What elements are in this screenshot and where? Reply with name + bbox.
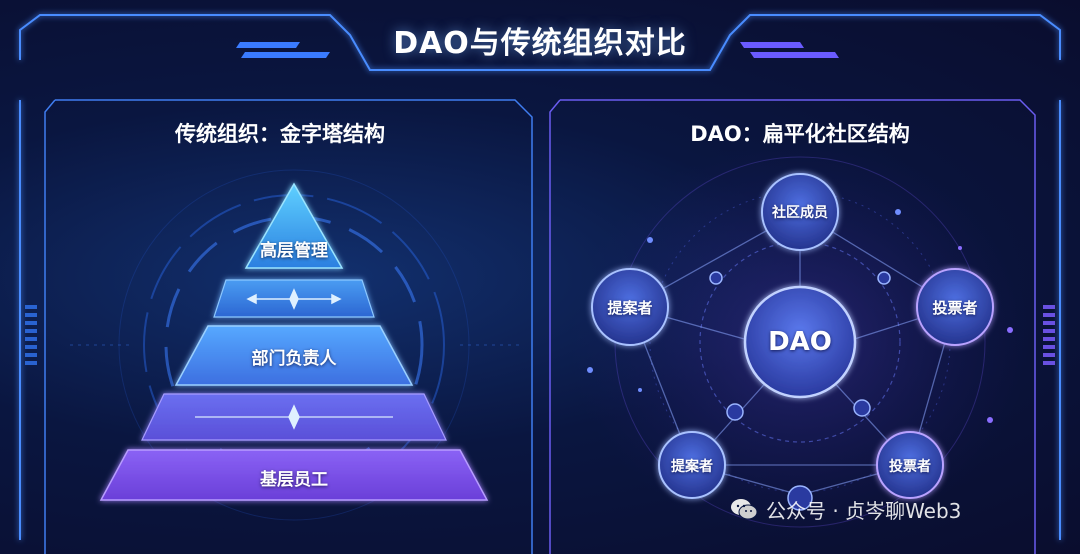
- title-stripes-left: [236, 42, 330, 58]
- pyramid-label-top: 高层管理: [260, 241, 328, 261]
- node-label-bottom-left: 提案者: [671, 459, 713, 475]
- outer-frame: [19, 14, 1061, 540]
- side-stripes-right: [1043, 305, 1055, 365]
- watermark-text: 公众号 · 贞岑聊Web3: [766, 498, 962, 523]
- node-bottom-left-circle: [658, 431, 726, 499]
- node-left-circle: [591, 268, 669, 346]
- center-node-circle: [743, 285, 857, 399]
- pyramid: [99, 182, 489, 501]
- pyramid-level-middle: [174, 325, 414, 386]
- pyramid-label-bottom: 基层员工: [260, 470, 328, 490]
- left-panel-heading: 传统组织：金字塔结构: [175, 122, 385, 146]
- network-dots: [587, 209, 1013, 511]
- node-right-circle: [916, 268, 994, 346]
- pyramid-level-bottom: [99, 449, 489, 501]
- left-panel-frame: [44, 99, 533, 554]
- node-label-left: 提案者: [607, 299, 653, 317]
- side-stripes-left: [25, 305, 37, 365]
- node-circles: [591, 173, 994, 499]
- node-top-circle: [761, 173, 839, 251]
- pyramid-level-top: [244, 182, 344, 269]
- pyramid-arrow-icons: [195, 288, 393, 430]
- center-node-label: DAO: [768, 327, 832, 357]
- node-label-bottom-right: 投票者: [889, 459, 931, 475]
- node-bottom-right-circle: [876, 431, 944, 499]
- right-panel-heading: DAO：扁平化社区结构: [690, 122, 910, 146]
- node-label-right: 投票者: [932, 299, 978, 317]
- watermark: 公众号 · 贞岑聊Web3: [730, 494, 961, 524]
- node-label-top: 社区成员: [772, 205, 828, 221]
- right-panel-frame: [549, 99, 1036, 554]
- title-stripes-right: [740, 42, 839, 58]
- pyramid-label-middle: 部门负责人: [251, 349, 337, 369]
- page-title: DAO与传统组织对比: [393, 26, 687, 61]
- wechat-icon: [731, 499, 758, 520]
